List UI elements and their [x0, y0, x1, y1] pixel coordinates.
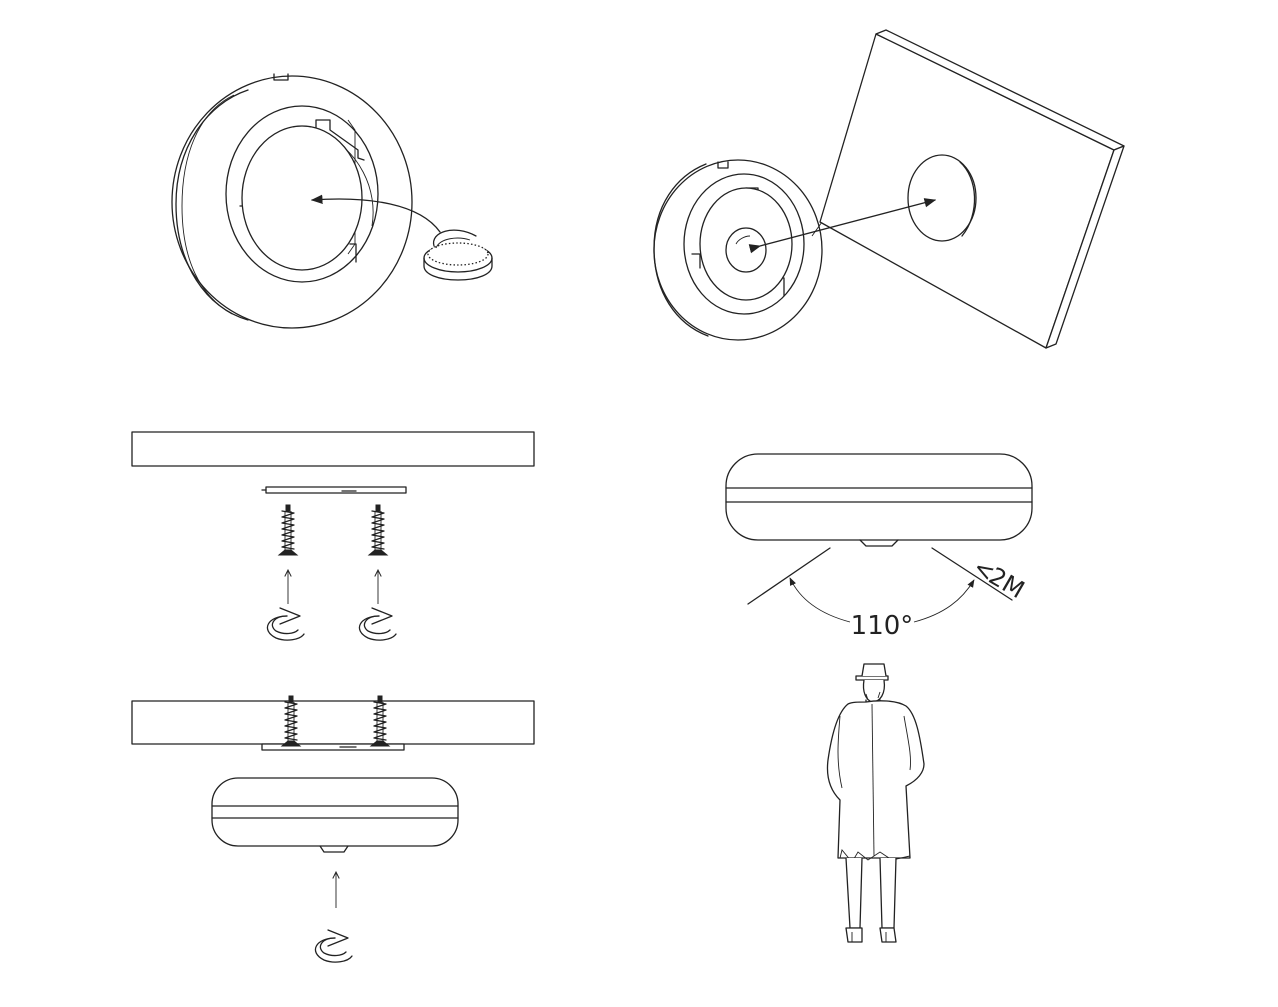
person-figure-icon [826, 663, 925, 943]
angle-arc-left [789, 577, 851, 623]
sensor-back-icon [653, 159, 823, 341]
sensor-front-icon [171, 73, 441, 329]
metal-plate-icon [819, 29, 1125, 349]
screw-icon [278, 504, 298, 556]
sensor-side-angle-icon [725, 453, 1033, 547]
angle-label: 110° [851, 611, 914, 641]
screw-icon [368, 504, 388, 556]
adhesive-pad-icon [423, 229, 493, 281]
rotate-arrow-icon [314, 929, 353, 963]
mount-plate-icon [261, 486, 407, 494]
sensor-side-icon [211, 777, 459, 853]
rotate-arrow-icon [358, 607, 397, 641]
detection-ray-right [931, 547, 1013, 601]
detection-ray-left [747, 547, 831, 605]
attach-arrow [748, 198, 937, 254]
rotate-arrow-icon [266, 607, 305, 641]
ceiling-board-bottom [131, 700, 535, 745]
mount-plate-installed-icon [261, 743, 405, 751]
angle-arc-right [913, 579, 975, 623]
ceiling-board-top [131, 431, 535, 467]
